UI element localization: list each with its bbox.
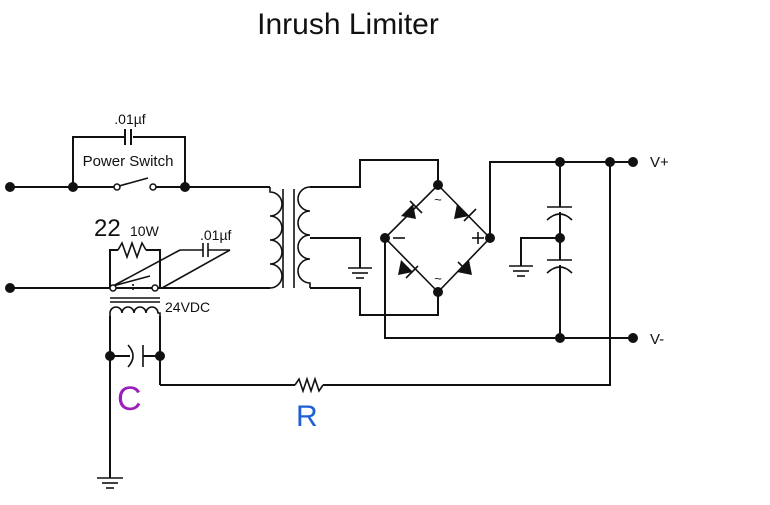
v-minus-label: V- [650, 331, 664, 348]
input-terminal-top [5, 182, 15, 192]
top-input-line [10, 129, 270, 188]
ground-icon [509, 265, 533, 277]
positive-rail [489, 161, 633, 238]
relay-coil-label: 24VDC [165, 299, 210, 315]
v-minus-terminal [628, 333, 638, 343]
power-switch[interactable] [113, 177, 157, 191]
ground-icon [97, 477, 123, 489]
power-switch-label: Power Switch [83, 153, 174, 170]
junction [555, 333, 565, 343]
bridge-rectifier [383, 183, 492, 294]
resistor-rating-label: 10W [130, 223, 160, 239]
transformer [269, 159, 439, 316]
junction [68, 182, 78, 192]
negative-rail [384, 238, 633, 339]
relay-coil [109, 162, 611, 478]
diagram-title: Inrush Limiter [257, 8, 439, 41]
bridge-ac-label: ~ [434, 192, 442, 207]
filter-capacitors [520, 162, 573, 338]
junction [155, 351, 165, 361]
bottom-input-line [10, 240, 270, 290]
input-terminal-bottom [5, 283, 15, 293]
relay-contact [151, 284, 159, 292]
relay-contact [109, 284, 117, 292]
junction [180, 182, 190, 192]
capacitor-c-label: C [117, 380, 142, 418]
bypass-cap-label: .01µf [114, 111, 146, 127]
v-plus-terminal [628, 157, 638, 167]
v-plus-label: V+ [650, 154, 669, 171]
resistor-r-label: R [296, 400, 318, 433]
bridge-ac-label: ~ [434, 271, 442, 286]
relay-cap-label: .01µf [200, 227, 232, 243]
junction [433, 180, 443, 190]
ground-icon [348, 267, 372, 279]
junction [433, 287, 443, 297]
resistor-value-label: 22 [94, 215, 121, 242]
junction [555, 157, 565, 167]
junction [555, 233, 565, 243]
junction [105, 351, 115, 361]
junction [605, 157, 615, 167]
